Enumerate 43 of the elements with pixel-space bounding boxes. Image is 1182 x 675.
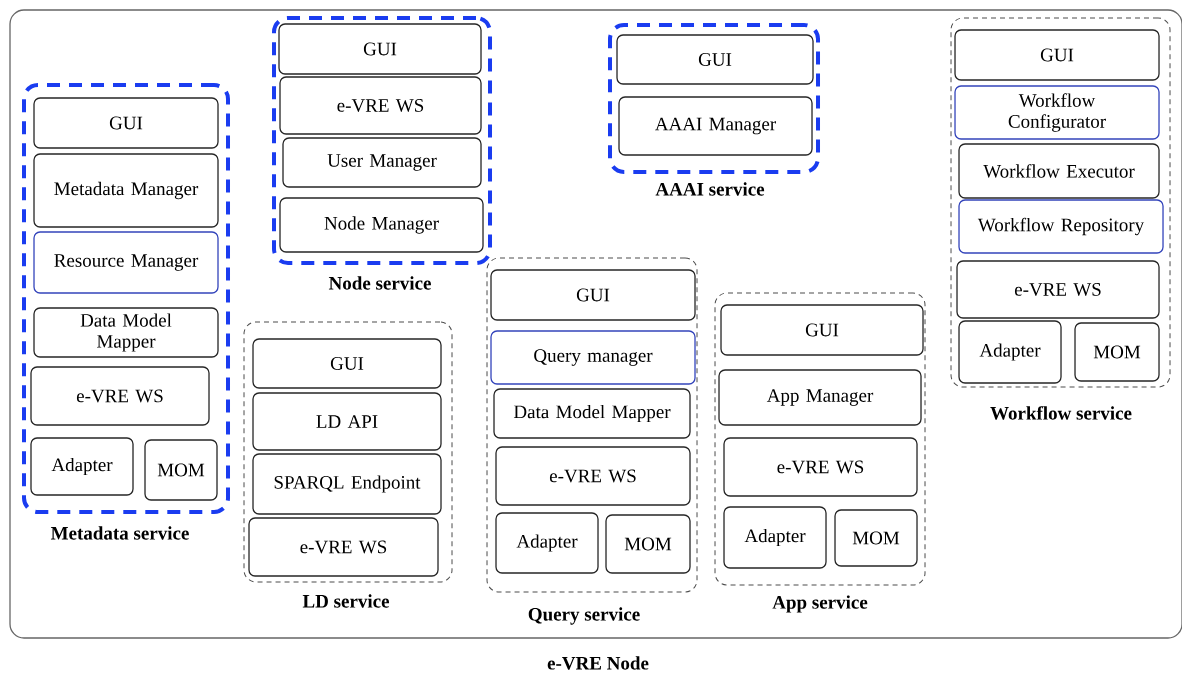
node-label: Query service — [528, 607, 640, 625]
component-box: MOM — [605, 514, 691, 574]
component-box: Metadata Manager — [33, 153, 219, 228]
component-box: LD API — [252, 392, 442, 451]
component-box: GUI — [954, 29, 1160, 81]
component-box: Adapter — [30, 437, 134, 496]
component-box: e-VRE WS — [248, 517, 439, 577]
component-box: MOM — [834, 509, 918, 567]
component-box: Workflow Repository — [958, 199, 1164, 254]
component-box: Data Model Mapper — [33, 307, 219, 358]
node-label: Metadata service — [50, 526, 189, 540]
component-box: Node Manager — [279, 197, 484, 253]
component-box: MOM — [144, 439, 218, 501]
component-box: GUI — [490, 269, 696, 321]
component-box: GUI — [278, 23, 482, 75]
component-box: Data Model Mapper — [493, 388, 691, 439]
component-box: Resource Manager — [33, 231, 219, 294]
component-box: GUI — [252, 338, 442, 389]
node-label: AAAI service — [655, 182, 765, 196]
component-box: AAAI Manager — [618, 96, 813, 156]
component-box: e-VRE WS — [30, 366, 210, 426]
component-box: Workflow Configurator — [954, 85, 1160, 140]
component-box: User Manager — [282, 137, 482, 188]
component-box: e-VRE WS — [956, 260, 1160, 319]
component-box: e-VRE WS — [495, 446, 691, 506]
component-box: Adapter — [958, 320, 1062, 384]
component-box: GUI — [720, 304, 924, 356]
component-box: e-VRE WS — [279, 76, 482, 135]
component-box: Query manager — [490, 330, 696, 385]
node-label: LD service — [302, 594, 390, 608]
node-label: Node service — [328, 276, 431, 290]
component-box: SPARQL Endpoint — [252, 453, 442, 515]
component-box: Adapter — [495, 512, 599, 574]
node-label: Workflow service — [990, 406, 1132, 420]
component-box: GUI — [616, 34, 814, 85]
component-box: Workflow Executor — [958, 143, 1160, 199]
node-label: App service — [772, 595, 868, 613]
component-box: GUI — [33, 97, 219, 149]
component-box: App Manager — [718, 369, 922, 426]
component-box: MOM — [1074, 322, 1160, 382]
component-box: Adapter — [723, 506, 827, 569]
node-label: e-VRE Node — [547, 656, 649, 670]
component-box: e-VRE WS — [723, 437, 918, 497]
